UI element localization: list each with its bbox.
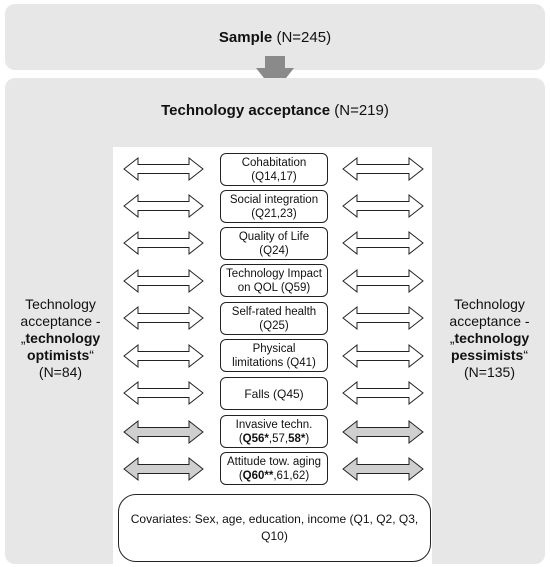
- right-double-arrow-icon: [342, 193, 424, 219]
- left-double-arrow-icon: [123, 343, 204, 369]
- left-double-arrow-icon: [123, 380, 204, 406]
- pessimists-label: Technology acceptance - „technology pess…: [449, 296, 530, 380]
- right-double-arrow-icon: [342, 156, 424, 182]
- right-double-arrow-icon: [342, 230, 424, 256]
- left-double-arrow-icon: [123, 156, 204, 182]
- optimists-label: Technology acceptance - „technology opti…: [20, 296, 101, 380]
- acceptance-title: Technology acceptance (N=219): [161, 102, 389, 119]
- factor-cohabitation: Cohabitation(Q14,17): [220, 153, 328, 186]
- factor-quality-of-life: Quality of Life(Q24): [220, 227, 328, 260]
- right-double-arrow-icon: [342, 456, 424, 482]
- factor-falls: Falls (Q45): [220, 377, 328, 410]
- right-double-arrow-icon: [342, 268, 424, 294]
- right-double-arrow-icon: [342, 380, 424, 406]
- right-double-arrow-icon: [342, 343, 424, 369]
- right-double-arrow-icon: [342, 305, 424, 331]
- left-double-arrow-icon: [123, 193, 204, 219]
- left-double-arrow-icon: [123, 419, 204, 445]
- left-double-arrow-icon: [123, 230, 204, 256]
- covariates-box: Covariates: Sex, age, education, income …: [118, 494, 431, 562]
- factor-social-integration: Social integration(Q21,23): [220, 190, 328, 223]
- sample-label: Sample (N=245): [218, 28, 332, 46]
- factor-attitude-aging: Attitude tow. aging (Q60**,61,62): [220, 452, 328, 485]
- factor-self-rated-health: Self-rated health(Q25): [220, 302, 328, 335]
- right-double-arrow-icon: [342, 419, 424, 445]
- left-double-arrow-icon: [123, 456, 204, 482]
- factor-invasive-technology: Invasive techn. (Q56*,57,58*): [220, 415, 328, 448]
- left-double-arrow-icon: [123, 305, 204, 331]
- left-double-arrow-icon: [123, 268, 204, 294]
